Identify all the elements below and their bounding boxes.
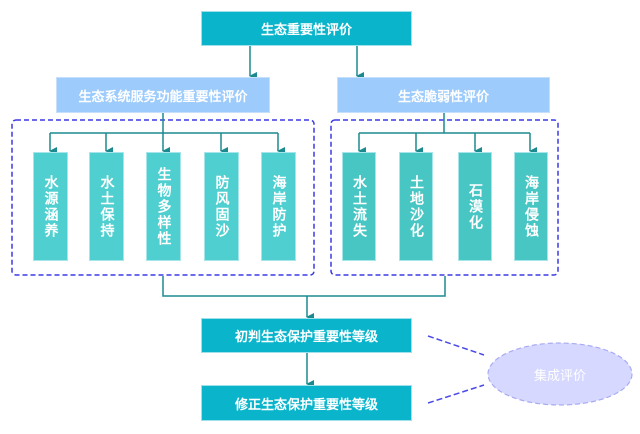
integration-ellipse bbox=[487, 342, 633, 406]
branch-node-services: 生态系统服务功能重要性评价 bbox=[56, 77, 270, 113]
leaf-node: 石漠化 bbox=[458, 152, 492, 261]
group-border-vulnerability bbox=[330, 119, 559, 276]
integration-label: 集成评价 bbox=[533, 369, 586, 384]
leaf-node: 生物多样性 bbox=[146, 152, 181, 261]
connector-merge bbox=[162, 276, 446, 297]
leaf-node: 海岸防护 bbox=[261, 152, 296, 261]
leaf-node: 土地沙化 bbox=[399, 152, 433, 261]
leaf-node: 水源涵养 bbox=[33, 152, 68, 261]
step-node-initial: 初判生态保护重要性等级 bbox=[201, 318, 412, 353]
leaf-node: 水土保持 bbox=[89, 152, 124, 261]
branch-node-vulnerability: 生态脆弱性评价 bbox=[337, 77, 550, 113]
root-node: 生态重要性评价 bbox=[201, 11, 412, 46]
dashed-link-step-2 bbox=[427, 384, 485, 404]
leaf-node: 海岸侵蚀 bbox=[514, 152, 548, 261]
leaf-node: 防风固沙 bbox=[204, 152, 239, 261]
step-node-revised: 修正生态保护重要性等级 bbox=[201, 385, 412, 421]
leaf-node: 水土流失 bbox=[342, 152, 376, 261]
dashed-link-step-1 bbox=[427, 335, 485, 356]
